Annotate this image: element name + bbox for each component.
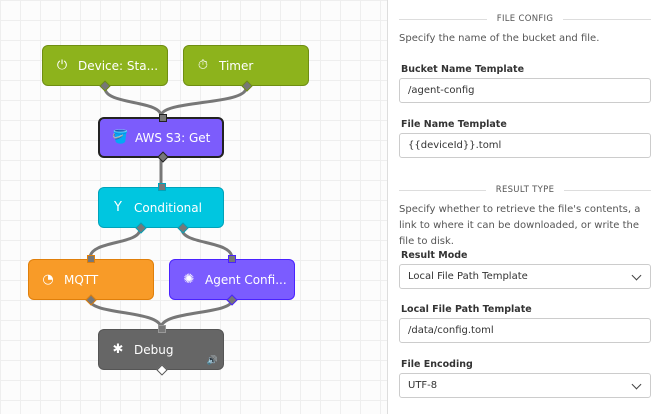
gear-icon: ✺: [183, 272, 195, 287]
workflow-canvas[interactable]: ⏻ Device: Sta... ⏱ Timer 🪣 AWS S3: Get Y…: [0, 0, 387, 414]
file-name-input[interactable]: {{deviceId}}.toml: [399, 133, 651, 158]
rss-icon: ◔: [42, 272, 54, 287]
local-file-path-label: Local File Path Template: [401, 304, 532, 315]
bucket-name-input[interactable]: /agent-config: [399, 78, 651, 103]
chevron-down-icon: [631, 270, 642, 281]
bug-icon: ✱: [112, 342, 124, 357]
node-device-state[interactable]: ⏻ Device: Sta...: [42, 45, 168, 92]
wire: [88, 299, 163, 329]
wire: [88, 228, 142, 259]
file-config-description: Specify the name of the bucket and file.: [399, 33, 600, 44]
branch-icon: Y: [114, 200, 122, 215]
node-debug[interactable]: ✱ Debug 🔊: [98, 325, 224, 376]
file-encoding-label: File Encoding: [401, 359, 473, 370]
node-timer[interactable]: ⏱ Timer: [183, 45, 309, 92]
section-result-type: RESULT TYPE: [399, 183, 651, 197]
result-type-description: Specify whether to retrieve the file's c…: [399, 204, 641, 247]
wire: [159, 87, 248, 117]
input-port[interactable]: [159, 114, 167, 122]
wire: [103, 87, 163, 117]
node-agent-config[interactable]: ✺ Agent Confi...: [169, 255, 295, 306]
input-port[interactable]: [228, 255, 236, 263]
file-name-label: File Name Template: [401, 119, 507, 130]
node-conditional[interactable]: Y Conditional: [98, 183, 224, 234]
stopwatch-icon: ⏱: [197, 58, 209, 73]
section-file-config: FILE CONFIG: [399, 12, 651, 26]
bucket-name-label: Bucket Name Template: [401, 64, 525, 75]
node-aws-s3-get[interactable]: 🪣 AWS S3: Get: [98, 114, 224, 163]
local-file-path-input[interactable]: /data/config.toml: [399, 318, 651, 343]
speaker-icon: 🔊: [206, 356, 218, 366]
properties-panel: FILE CONFIG Specify the name of the buck…: [387, 0, 659, 414]
input-port[interactable]: [158, 183, 166, 191]
input-port[interactable]: [87, 255, 95, 263]
input-port[interactable]: [158, 325, 166, 333]
power-icon: ⏻: [56, 58, 68, 73]
result-mode-label: Result Mode: [401, 250, 468, 261]
wire: [180, 228, 234, 259]
file-encoding-select[interactable]: UTF-8: [399, 373, 651, 398]
bucket-icon: 🪣: [112, 130, 129, 145]
node-mqtt[interactable]: ◔ MQTT: [28, 255, 154, 306]
result-mode-select[interactable]: Local File Path Template: [399, 264, 651, 289]
wire: [159, 299, 234, 329]
chevron-down-icon: [631, 379, 642, 390]
